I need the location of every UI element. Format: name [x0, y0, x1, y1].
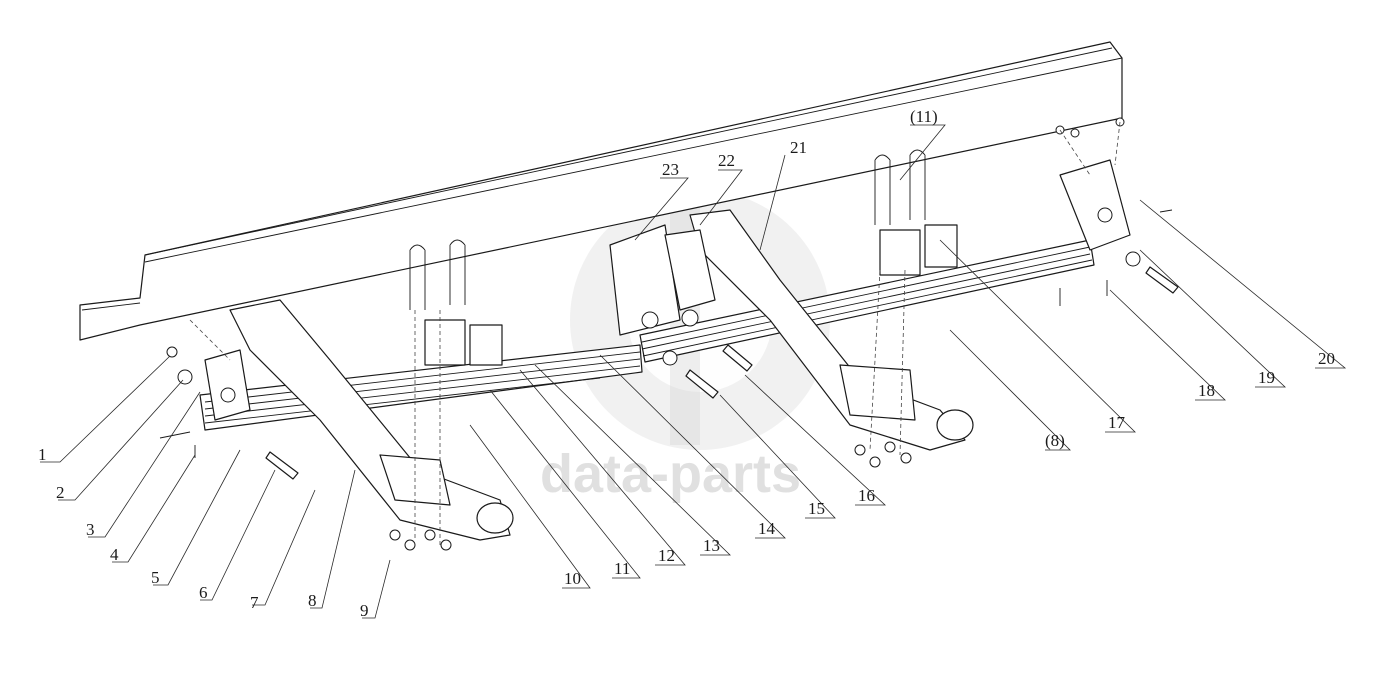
callout-3: 3	[86, 520, 95, 539]
front-bracket	[204, 349, 251, 421]
rear-bracket	[1059, 159, 1131, 251]
callout-22: 22	[718, 151, 735, 170]
callout-17: 17	[1108, 413, 1126, 432]
u-bolts-rear	[874, 149, 958, 276]
callout-9: 9	[360, 601, 369, 620]
callout-14: 14	[758, 519, 776, 538]
callout-8-ref: (8)	[1045, 431, 1065, 450]
callout-23: 23	[662, 160, 679, 179]
callout-21: 21	[790, 138, 807, 157]
axle-rear	[689, 209, 974, 451]
callout-18: 18	[1198, 381, 1215, 400]
callout-11-ref: (11)	[910, 107, 938, 126]
callout-12: 12	[658, 546, 675, 565]
callout-2: 2	[56, 483, 65, 502]
center-bracket	[609, 224, 716, 336]
callout-15: 15	[808, 499, 825, 518]
assembly-lines	[189, 121, 1121, 545]
callout-16: 16	[858, 486, 875, 505]
callout-20: 20	[1318, 349, 1335, 368]
callout-19: 19	[1258, 368, 1275, 387]
callout-6: 6	[199, 583, 208, 602]
callout-13: 13	[703, 536, 720, 555]
callout-4: 4	[110, 545, 119, 564]
frame-rail	[79, 41, 1123, 341]
callout-8: 8	[308, 591, 317, 610]
leaf-spring-rear	[639, 239, 1095, 363]
callout-11: 11	[614, 559, 630, 578]
callout-labels: 1 2 3 4 5 6 7 8 9 10 11 12 13 14 15 16 1…	[38, 107, 1335, 620]
fasteners	[159, 117, 1179, 551]
callout-leaders	[40, 124, 1347, 619]
u-bolts-front	[409, 239, 503, 366]
callout-7: 7	[250, 593, 259, 612]
callout-5: 5	[151, 568, 160, 587]
callout-1: 1	[38, 445, 47, 464]
watermark-text: data-parts	[540, 444, 801, 504]
callout-10: 10	[564, 569, 581, 588]
